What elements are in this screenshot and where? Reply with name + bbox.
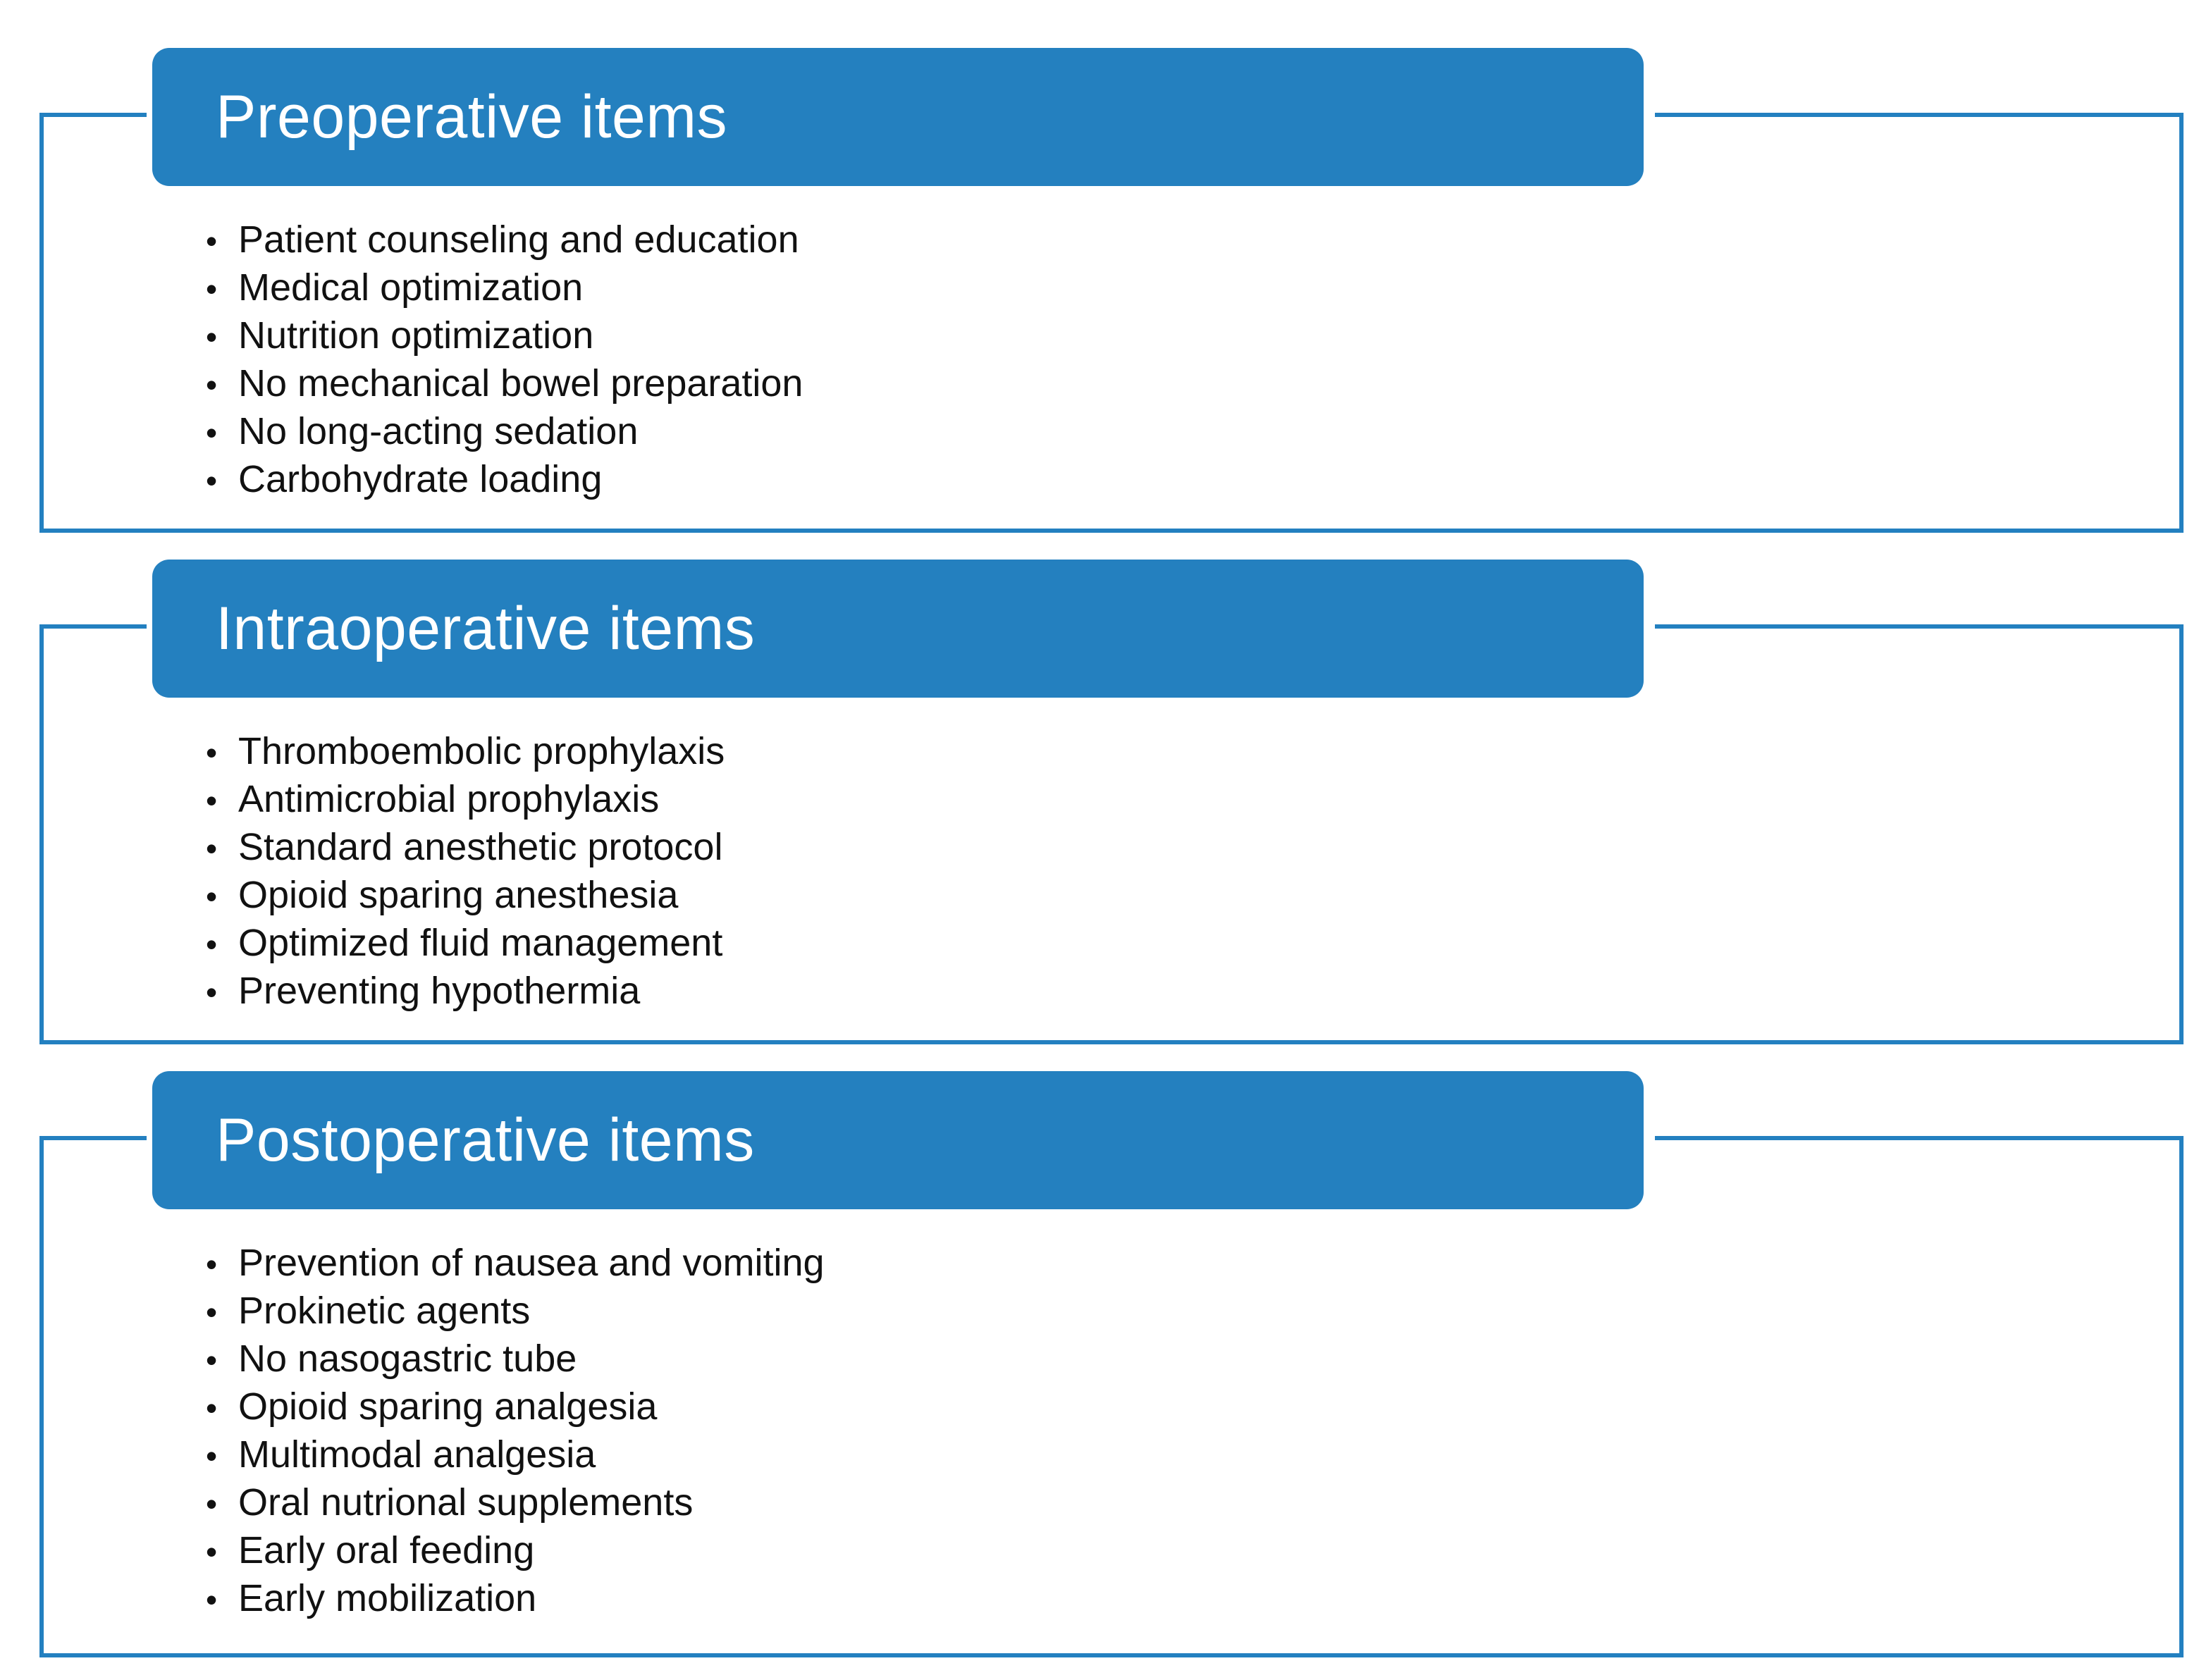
- list-item: • No mechanical bowel preparation: [206, 359, 803, 407]
- bullet-icon: •: [206, 782, 218, 819]
- item-label: Oral nutrional supplements: [238, 1481, 694, 1524]
- item-label: Thromboembolic prophylaxis: [238, 730, 725, 772]
- item-label: Nutrition optimization: [238, 314, 594, 357]
- bullet-icon: •: [206, 1438, 218, 1474]
- list-item: • Patient counseling and education: [206, 216, 803, 264]
- item-label: Opioid sparing anesthesia: [238, 874, 679, 916]
- bullet-icon: •: [206, 1581, 218, 1618]
- section-title: Intraoperative items: [216, 595, 756, 662]
- item-label: Carbohydrate loading: [238, 458, 603, 500]
- bullet-icon: •: [206, 223, 218, 259]
- item-label: Early mobilization: [238, 1577, 537, 1619]
- bullet-icon: •: [206, 830, 218, 867]
- bullet-icon: •: [206, 462, 218, 499]
- bullet-icon: •: [206, 878, 218, 915]
- bullet-icon: •: [206, 1294, 218, 1330]
- list-item: • Thromboembolic prophylaxis: [206, 727, 725, 775]
- list-item: • Prevention of nausea and vomiting: [206, 1239, 825, 1287]
- list-item: • Medical optimization: [206, 264, 803, 311]
- list-item: • Nutrition optimization: [206, 311, 803, 359]
- item-label: Prevention of nausea and vomiting: [238, 1242, 825, 1284]
- list-item: • Multimodal analgesia: [206, 1431, 825, 1478]
- item-label: Prokinetic agents: [238, 1290, 531, 1332]
- intraoperative-header: Intraoperative items: [152, 560, 1644, 698]
- bullet-icon: •: [206, 974, 218, 1011]
- item-label: Patient counseling and education: [238, 218, 799, 261]
- item-label: No mechanical bowel preparation: [238, 362, 803, 404]
- item-label: No nasogastric tube: [238, 1338, 577, 1380]
- postoperative-frame: [39, 1136, 2184, 1657]
- section-title: Postoperative items: [216, 1106, 755, 1174]
- list-item: • Carbohydrate loading: [206, 455, 803, 503]
- bullet-icon: •: [206, 926, 218, 963]
- list-item: • Preventing hypothermia: [206, 967, 725, 1015]
- list-item: • No nasogastric tube: [206, 1335, 825, 1383]
- bullet-icon: •: [206, 319, 218, 355]
- item-label: Optimized fluid management: [238, 922, 723, 964]
- bullet-icon: •: [206, 1533, 218, 1570]
- item-label: Medical optimization: [238, 266, 584, 309]
- intraoperative-item-list: • Thromboembolic prophylaxis • Antimicrobi…: [206, 727, 725, 1015]
- list-item: • Prokinetic agents: [206, 1287, 825, 1335]
- list-item: • Early mobilization: [206, 1574, 825, 1622]
- item-label: Multimodal analgesia: [238, 1433, 596, 1476]
- item-label: No long-acting sedation: [238, 410, 639, 452]
- preoperative-header: Preoperative items: [152, 48, 1644, 186]
- item-label: Opioid sparing analgesia: [238, 1385, 658, 1428]
- list-item: • No long-acting sedation: [206, 407, 803, 455]
- list-item: • Early oral feeding: [206, 1526, 825, 1574]
- postoperative-header: Postoperative items: [152, 1071, 1644, 1209]
- bullet-icon: •: [206, 414, 218, 451]
- item-label: Early oral feeding: [238, 1529, 535, 1571]
- list-item: • Standard anesthetic protocol: [206, 823, 725, 871]
- item-label: Standard anesthetic protocol: [238, 826, 723, 868]
- bullet-icon: •: [206, 1390, 218, 1426]
- bullet-icon: •: [206, 734, 218, 771]
- bullet-icon: •: [206, 366, 218, 403]
- bullet-icon: •: [206, 271, 218, 307]
- bullet-icon: •: [206, 1246, 218, 1283]
- preoperative-item-list: • Patient counseling and education • Medic…: [206, 216, 803, 503]
- bullet-icon: •: [206, 1342, 218, 1378]
- postoperative-item-list: • Prevention of nausea and vomiting • Prok…: [206, 1239, 825, 1622]
- list-item: • Antimicrobial prophylaxis: [206, 775, 725, 823]
- list-item: • Oral nutrional supplements: [206, 1478, 825, 1526]
- item-label: Preventing hypothermia: [238, 970, 641, 1012]
- list-item: • Opioid sparing anesthesia: [206, 871, 725, 919]
- bullet-icon: •: [206, 1486, 218, 1522]
- section-title: Preoperative items: [216, 83, 727, 151]
- item-label: Antimicrobial prophylaxis: [238, 778, 660, 820]
- list-item: • Optimized fluid management: [206, 919, 725, 967]
- list-item: • Opioid sparing analgesia: [206, 1383, 825, 1431]
